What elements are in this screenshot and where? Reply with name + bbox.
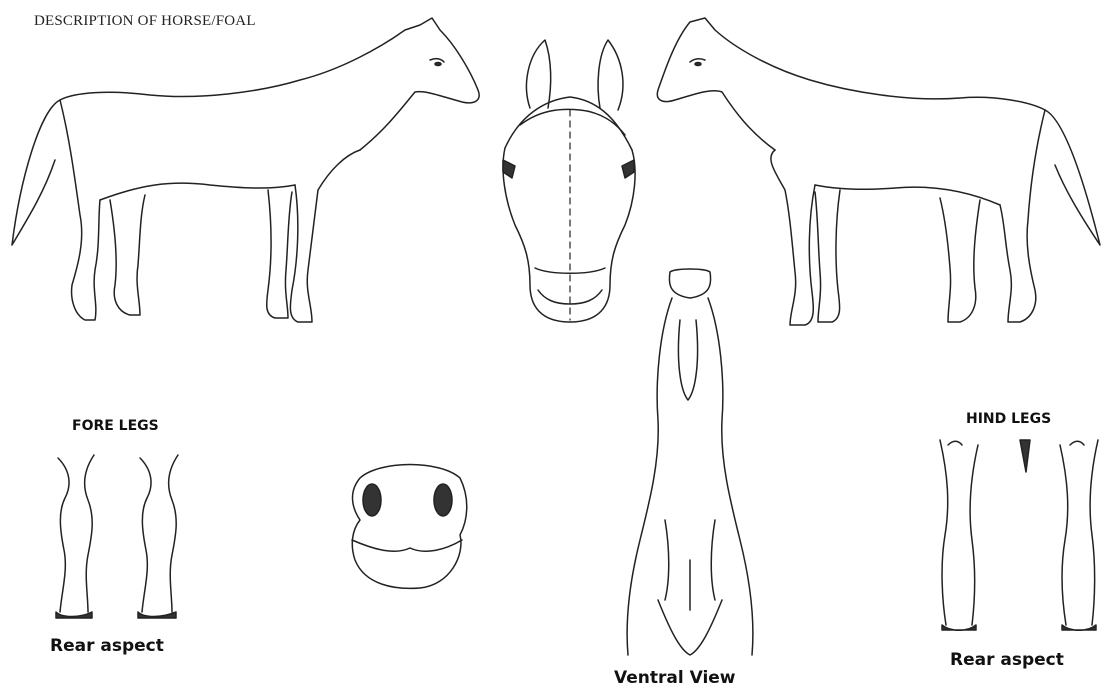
fore-rear-aspect-label: Rear aspect (50, 636, 164, 656)
ventral-view-label: Ventral View (614, 668, 736, 688)
ventral-view-outline (627, 269, 753, 655)
hind-legs-label: HIND LEGS (966, 411, 1051, 427)
fore-legs-label: FORE LEGS (72, 418, 159, 434)
hind-rear-aspect-label: Rear aspect (950, 650, 1064, 670)
hind-legs-rear-aspect-outline (940, 440, 1098, 630)
muzzle-outline (352, 465, 467, 589)
right-side-horse-outline (657, 18, 1100, 325)
left-side-horse-outline (12, 18, 479, 322)
head-front-view-outline (503, 40, 635, 322)
fore-legs-rear-aspect-outline (56, 455, 178, 618)
